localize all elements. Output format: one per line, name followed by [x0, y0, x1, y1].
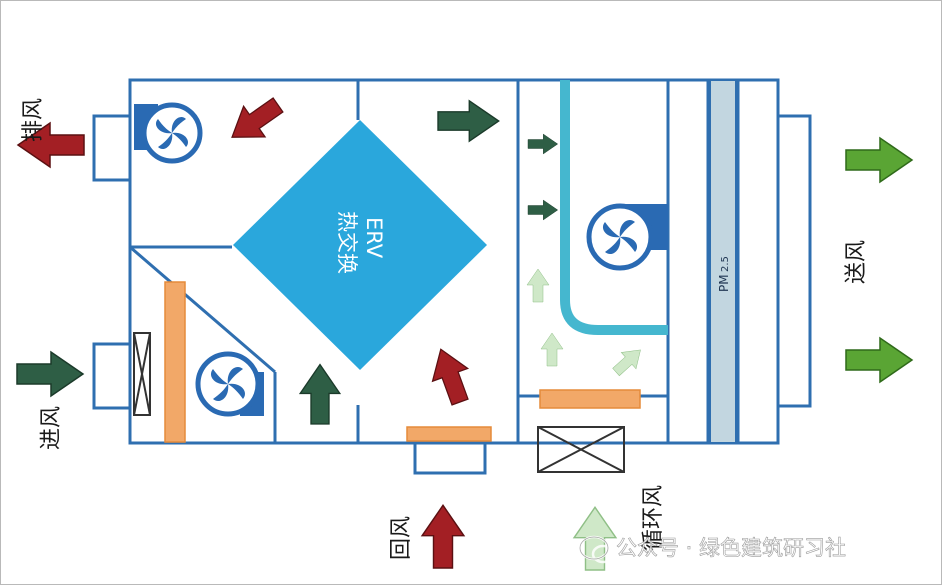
- fan-intake-icon: [195, 351, 264, 417]
- label-exhaust: 排风: [21, 98, 46, 142]
- arrow-intake-internal-icon: [299, 363, 341, 425]
- pm-label-sub: 2.5: [720, 256, 731, 272]
- fan-supply-icon: [586, 203, 668, 271]
- watermark-text: 公众号 · 绿色建筑研习社: [616, 536, 846, 560]
- filter-recirc: [539, 389, 641, 409]
- arrow-recirc-small-2-icon: [540, 332, 564, 367]
- label-recirculation: 循环风: [641, 485, 666, 551]
- arrow-recirc-small-1-icon: [526, 268, 550, 303]
- arrow-small-lower-icon: [527, 199, 558, 221]
- arrow-return-in-icon: [421, 504, 465, 569]
- erv-heat-exchanger: [233, 120, 487, 370]
- label-return-air: 回风: [389, 516, 414, 560]
- arrow-fresh-after-erv-icon: [437, 100, 500, 142]
- recirculation-duct: [560, 80, 668, 335]
- arrow-supply-lower-icon: [845, 337, 913, 383]
- erv-subtitle: 热交换: [335, 211, 359, 274]
- watermark: 公众号 · 绿色建筑研习社: [578, 535, 846, 564]
- arrow-exhaust-internal-icon: [220, 89, 290, 154]
- damper-intake-icon: [133, 332, 151, 416]
- arrow-intake-in-icon: [16, 351, 84, 397]
- erv-title: ERV: [362, 217, 386, 259]
- pm-label-main: PM: [717, 274, 731, 292]
- filter-left: [164, 281, 186, 443]
- pm25-filter: [709, 79, 737, 444]
- label-supply: 送风: [844, 240, 869, 284]
- wechat-icon: [578, 535, 615, 564]
- arrow-recirc-small-3-icon: [608, 341, 649, 381]
- arrow-return-internal-icon: [422, 342, 479, 410]
- fan-exhaust-icon: [134, 102, 203, 164]
- damper-recirc-icon: [537, 426, 625, 473]
- unit-housing: [92, 78, 812, 475]
- arrow-supply-upper-icon: [845, 137, 913, 183]
- label-intake: 进风: [39, 406, 64, 450]
- filter-return: [406, 426, 492, 442]
- arrow-small-upper-icon: [527, 133, 558, 155]
